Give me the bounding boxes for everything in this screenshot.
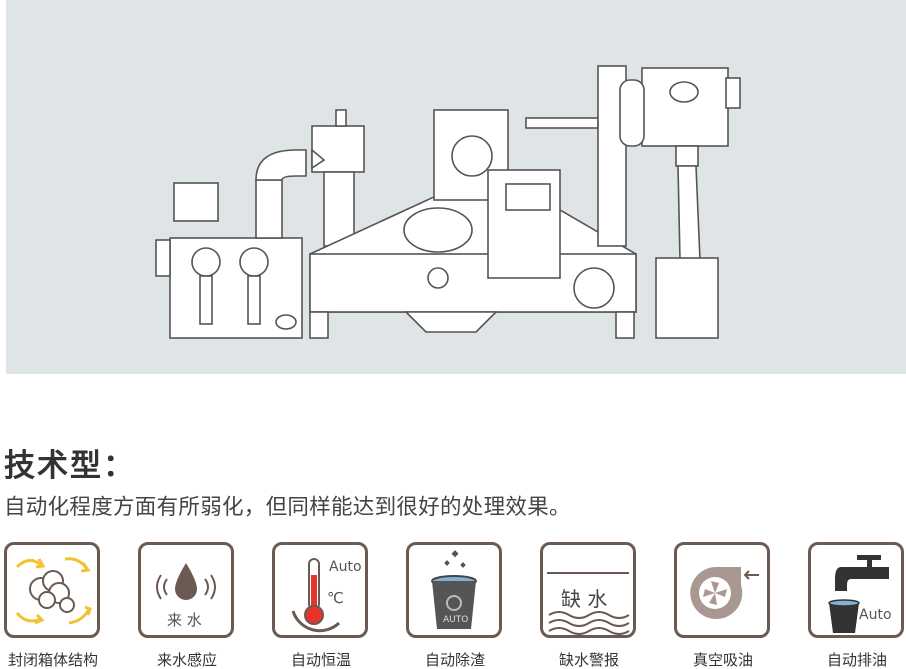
equipment-illustration [6, 0, 906, 374]
thermometer-icon: Auto ℃ [272, 542, 368, 638]
equipment-drawing [155, 65, 741, 339]
feature-water-shortage: 缺 水 缺水警报 [536, 540, 642, 669]
icon-caption: Auto [859, 607, 892, 623]
faucet-oil-icon: Auto [808, 542, 904, 638]
trash-bin-icon: AUTO [406, 542, 502, 638]
feature-oil-drain: Auto 自动排油 [804, 540, 906, 669]
feature-label: 真空吸油 [692, 651, 753, 669]
feature-label: 自动排油 [826, 651, 887, 669]
feature-label: 缺水警报 [558, 651, 619, 669]
sealed-box-icon [4, 542, 100, 638]
water-shortage-icon: 缺 水 [540, 542, 636, 638]
feature-label: 来水感应 [156, 651, 217, 669]
temperature-unit: ℃ [327, 589, 344, 607]
vacuum-fan-icon [674, 542, 770, 638]
feature-label: 自动除渣 [424, 651, 485, 669]
feature-slag-removal: AUTO 自动除渣 [402, 540, 508, 669]
icon-caption: AUTO [443, 615, 469, 625]
feature-vacuum-suction: 真空吸油 [670, 540, 776, 669]
feature-thermostat: Auto ℃ 自动恒温 [268, 540, 374, 669]
icon-caption: Auto [329, 559, 362, 575]
section-subtitle: 自动化程度方面有所弱化，但同样能达到很好的处理效果。 [4, 495, 571, 520]
feature-list: 封闭箱体结构 来 水 来水感应 Auto ℃ [0, 540, 906, 669]
feature-water-sensor: 来 水 来水感应 [134, 540, 240, 669]
feature-label: 自动恒温 [290, 651, 351, 669]
section-heading: 技术型： [4, 448, 136, 484]
feature-label: 封闭箱体结构 [7, 651, 98, 669]
water-sensor-icon: 来 水 [138, 542, 234, 638]
icon-caption: 来 水 [167, 611, 202, 629]
icon-caption: 缺 水 [561, 587, 608, 611]
feature-sealed-box: 封闭箱体结构 [0, 540, 106, 669]
